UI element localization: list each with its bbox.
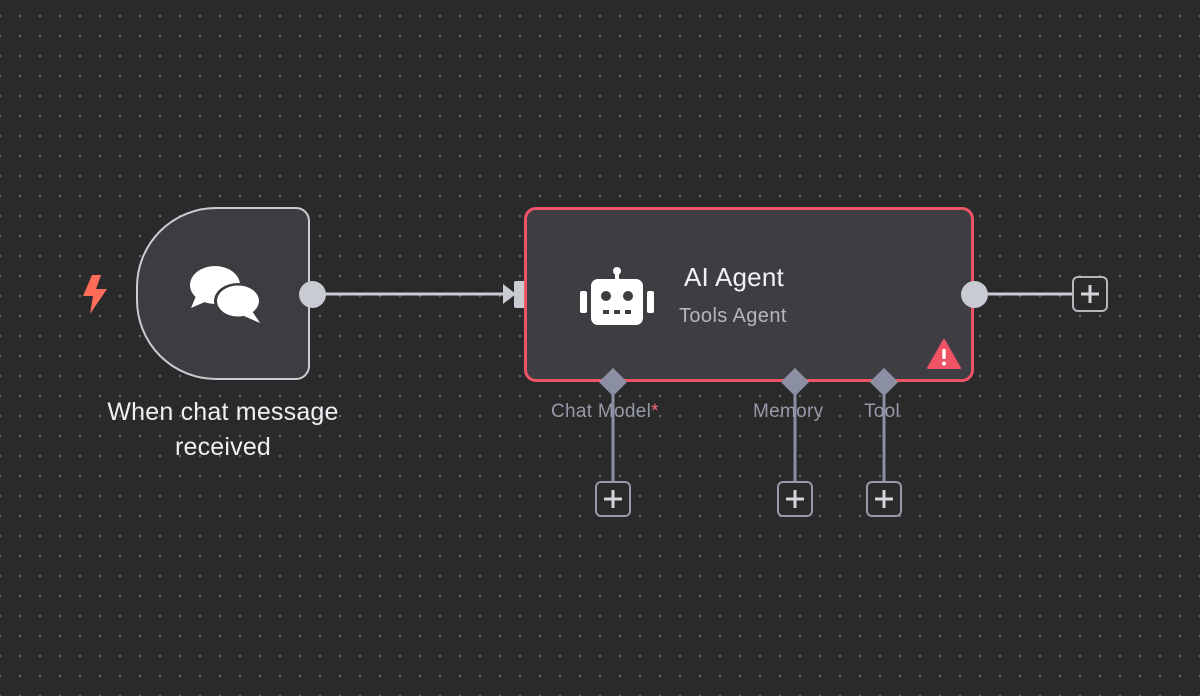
agent-output-handle[interactable] — [961, 281, 988, 308]
tool-port-label: Tool — [864, 401, 900, 423]
memory-port-label: Memory — [753, 401, 823, 423]
trigger-label-line1: When chat message — [107, 398, 339, 426]
tool-label-text: Tool — [864, 401, 901, 422]
lightning-bolt-icon — [83, 275, 107, 314]
trigger-label-line2: received — [174, 433, 272, 461]
chat-bubbles-icon — [190, 266, 262, 323]
chat-model-port-label: Chat Model* — [551, 401, 659, 423]
agent-subtitle: Tools Agent — [679, 305, 787, 327]
add-tool-button[interactable] — [866, 481, 902, 517]
chat-trigger-node[interactable] — [136, 207, 310, 380]
trigger-node-label: When chat message received — [73, 395, 373, 465]
ai-agent-node[interactable]: AI Agent Tools Agent — [524, 207, 974, 382]
robot-icon — [580, 267, 654, 325]
connection-arrowhead — [503, 284, 516, 304]
required-marker: * — [651, 401, 659, 422]
add-chat-model-button[interactable] — [595, 481, 631, 517]
add-memory-button[interactable] — [777, 481, 813, 517]
trigger-output-handle[interactable] — [299, 281, 326, 308]
warning-icon[interactable] — [927, 339, 961, 369]
chat-model-label-text: Chat Model — [551, 401, 652, 422]
add-next-node-button[interactable] — [1072, 276, 1108, 312]
memory-label-text: Memory — [753, 401, 824, 422]
agent-title: AI Agent — [684, 262, 784, 292]
